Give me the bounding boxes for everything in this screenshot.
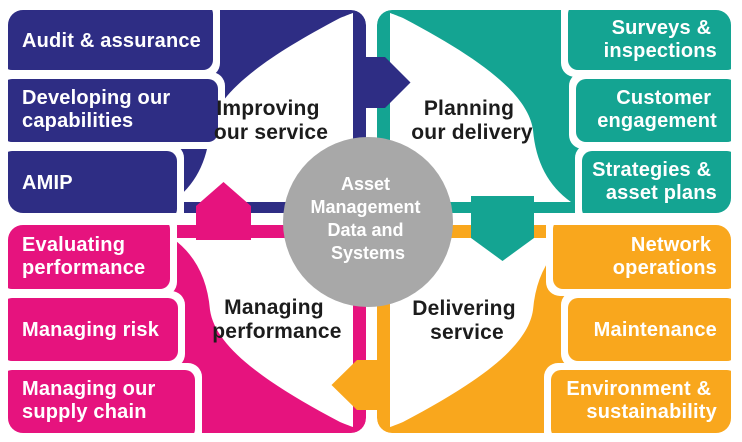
- pill-surveys-inspections: [568, 10, 731, 70]
- pill-evaluating-performance: [8, 225, 170, 289]
- quadrant-title: Delivering service: [412, 297, 522, 344]
- pill-label: Network operations: [613, 234, 717, 279]
- pill-label: Strategies & asset plans: [592, 159, 717, 204]
- pill-label: Environment & sustainability: [566, 378, 717, 423]
- quadrant-managing-performance: Evaluating performance Managing risk Man…: [8, 225, 366, 433]
- pill-label: Managing our supply chain: [22, 378, 161, 423]
- quadrant-delivering-service: Network operations Maintenance Environme…: [377, 225, 731, 433]
- pill-amip: [8, 151, 177, 213]
- center-circle: [283, 137, 453, 307]
- flow-arrow-left-icon: [331, 360, 383, 410]
- pill-label: Maintenance: [594, 319, 717, 341]
- pill-label: Audit & assurance: [22, 30, 201, 52]
- pill-label: Evaluating performance: [22, 234, 145, 279]
- quadrant-title: Improving our service: [214, 97, 328, 144]
- pill-label: Developing our capabilities: [22, 87, 176, 132]
- pill-maintenance: [568, 298, 731, 361]
- pill-network-operations: [553, 225, 731, 289]
- pill-label: Customer engagement: [597, 87, 717, 132]
- flow-arrow-right-icon: [353, 57, 411, 108]
- center-label: Asset Management Data and Systems: [310, 174, 425, 263]
- pill-label: Managing risk: [22, 319, 160, 341]
- flow-arrow-up-icon: [196, 182, 251, 240]
- pill-managing-risk: [8, 298, 178, 361]
- pill-label: Surveys & inspections: [604, 17, 717, 62]
- pill-label: AMIP: [22, 172, 73, 194]
- pill-environment-sustainability: [551, 370, 731, 433]
- quadrant-title: Managing performance: [212, 296, 341, 343]
- pill-developing-capabilities: [8, 79, 218, 142]
- pill-managing-supply-chain: [8, 370, 195, 433]
- pill-strategies-asset-plans: [582, 151, 731, 213]
- pill-customer-engagement: [576, 79, 731, 142]
- flow-arrow-down-icon: [471, 196, 534, 261]
- quadrant-planning-our-delivery: Surveys & inspections Customer engagemen…: [377, 10, 731, 213]
- quadrant-improving-our-service: Audit & assurance Developing our capabil…: [8, 10, 366, 213]
- quadrant-title: Planning our delivery: [411, 97, 533, 144]
- pill-audit-assurance: [8, 10, 213, 70]
